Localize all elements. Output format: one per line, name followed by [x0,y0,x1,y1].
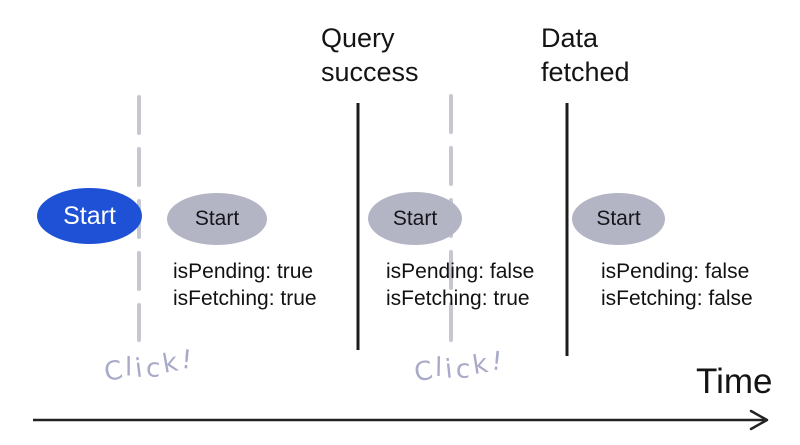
is-pending-value: isPending: true [173,260,314,283]
milestone-label-data-fetched: Data fetched [541,23,630,87]
is-fetching-value: isFetching: false [601,287,753,310]
state-block-settled: isPending: false isFetching: false [601,258,753,312]
time-axis-arrowhead-icon [749,409,769,431]
is-pending-value: isPending: false [601,260,750,283]
is-pending-value: isPending: false [386,260,535,283]
state-block-refetching: isPending: false isFetching: true [386,258,534,312]
time-axis-label: Time [696,362,773,401]
start-button-fetched: Start [572,193,665,245]
start-button-refetch: Start [368,192,462,245]
click-annotation-1: Click! [101,344,196,389]
click-annotation-2: Click! [411,346,507,389]
start-button-pending: Start [167,193,267,245]
is-fetching-value: isFetching: true [173,287,317,310]
state-block-pending: isPending: true isFetching: true [173,258,317,312]
start-button-initial: Start [37,188,142,244]
is-fetching-value: isFetching: true [386,287,530,310]
milestone-label-query-success: Query success [321,23,419,87]
